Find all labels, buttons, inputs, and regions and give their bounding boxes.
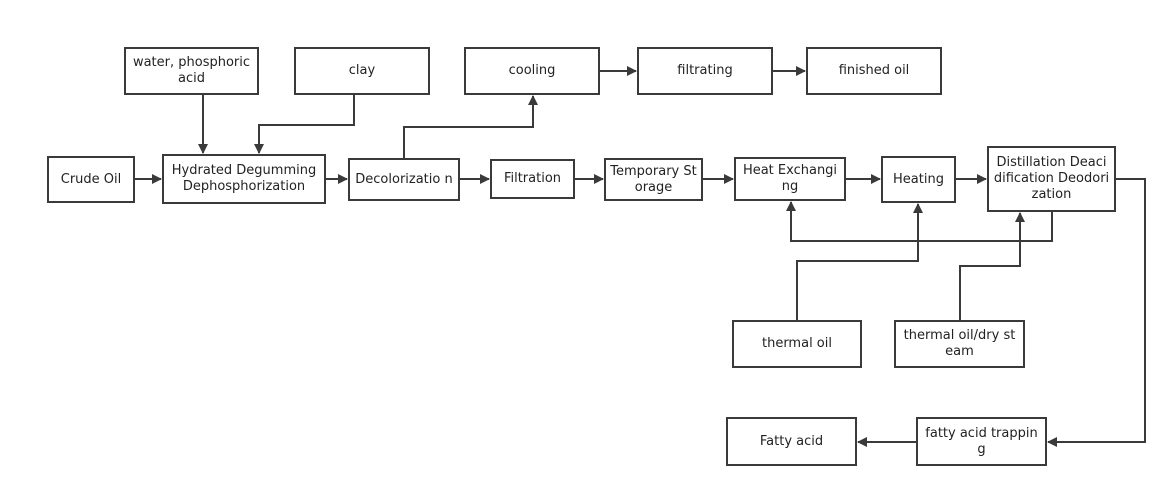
arrow-thermal-oil-to-heating bbox=[796, 203, 923, 320]
node-fatty-acid: Fatty acid bbox=[726, 417, 857, 466]
node-water-phosphoric-acid: water, phosphoric acid bbox=[124, 47, 259, 95]
node-thermal-oil: thermal oil bbox=[732, 320, 862, 368]
node-temporary-storage: Temporary Storage bbox=[604, 158, 703, 201]
arrow-distillation-to-fatty-acid-trapping bbox=[1047, 178, 1146, 447]
node-label: Heating bbox=[893, 171, 944, 187]
node-label: water, phosphoric acid bbox=[132, 55, 251, 86]
node-cooling: cooling bbox=[464, 47, 600, 95]
node-label: Heat Exchanging bbox=[742, 163, 838, 194]
node-label: thermal oil/dry steam bbox=[903, 328, 1016, 359]
node-label: Distillation Deacidification Deodorizati… bbox=[993, 155, 1110, 202]
node-thermal-oil-dry-steam: thermal oil/dry steam bbox=[894, 320, 1025, 368]
node-label: filtrating bbox=[677, 63, 733, 78]
node-clay: clay bbox=[294, 47, 430, 95]
arrow-decolorization-to-cooling bbox=[403, 95, 538, 158]
node-label: Decolorizatio n bbox=[355, 171, 453, 187]
node-heat-exchanging: Heat Exchanging bbox=[734, 157, 846, 201]
node-label: fatty acid trapping bbox=[925, 425, 1038, 457]
node-label: clay bbox=[348, 63, 376, 78]
arrow-thermal-oil-dry-steam-to-distillation bbox=[959, 212, 1025, 320]
node-decolorization: Decolorizatio n bbox=[348, 158, 460, 201]
node-fatty-acid-trapping: fatty acid trapping bbox=[916, 417, 1047, 466]
node-label: thermal oil bbox=[761, 336, 832, 351]
node-label: Fatty acid bbox=[759, 433, 824, 449]
node-hydrated-degumming: Hydrated Degumming Dephosphorization bbox=[162, 154, 326, 204]
node-heating: Heating bbox=[881, 156, 956, 203]
node-label: Temporary Storage bbox=[610, 163, 697, 195]
node-filtration: Filtration bbox=[490, 159, 575, 199]
node-label: finished oil bbox=[838, 63, 910, 78]
node-label: Filtration bbox=[503, 171, 562, 186]
node-label: cooling bbox=[508, 63, 556, 78]
node-label: Crude Oil bbox=[60, 171, 122, 187]
arrow-distillation-to-heat-exchanging bbox=[786, 201, 1053, 242]
node-crude-oil: Crude Oil bbox=[47, 156, 135, 203]
node-finished-oil: finished oil bbox=[806, 47, 942, 95]
node-distillation: Distillation Deacidification Deodorizati… bbox=[987, 146, 1116, 212]
node-label: Hydrated Degumming Dephosphorization bbox=[171, 163, 317, 194]
node-filtrating: filtrating bbox=[637, 47, 773, 95]
arrow-clay-to-hydrated bbox=[254, 95, 355, 154]
